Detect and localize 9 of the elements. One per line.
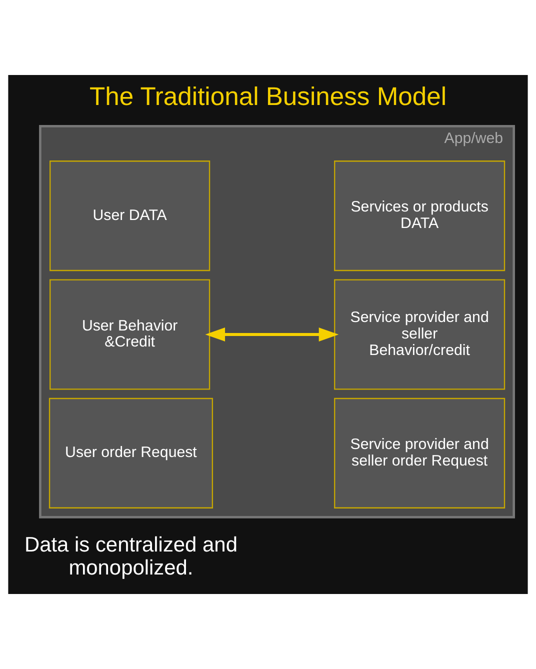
diagram-title: The Traditional Business Model xyxy=(89,82,447,111)
node-box: User DATA xyxy=(50,160,210,272)
caption: Data is centralized and monopolized. xyxy=(24,533,238,580)
node-box: Service provider and seller order Request xyxy=(334,398,506,508)
node-box: Services or products DATA xyxy=(334,160,506,272)
node-box: User order Request xyxy=(48,398,214,508)
arrow xyxy=(205,328,339,342)
node-box: User Behavior &Credit xyxy=(50,279,210,390)
node-box: Service provider and seller Behavior/credit xyxy=(334,279,506,390)
